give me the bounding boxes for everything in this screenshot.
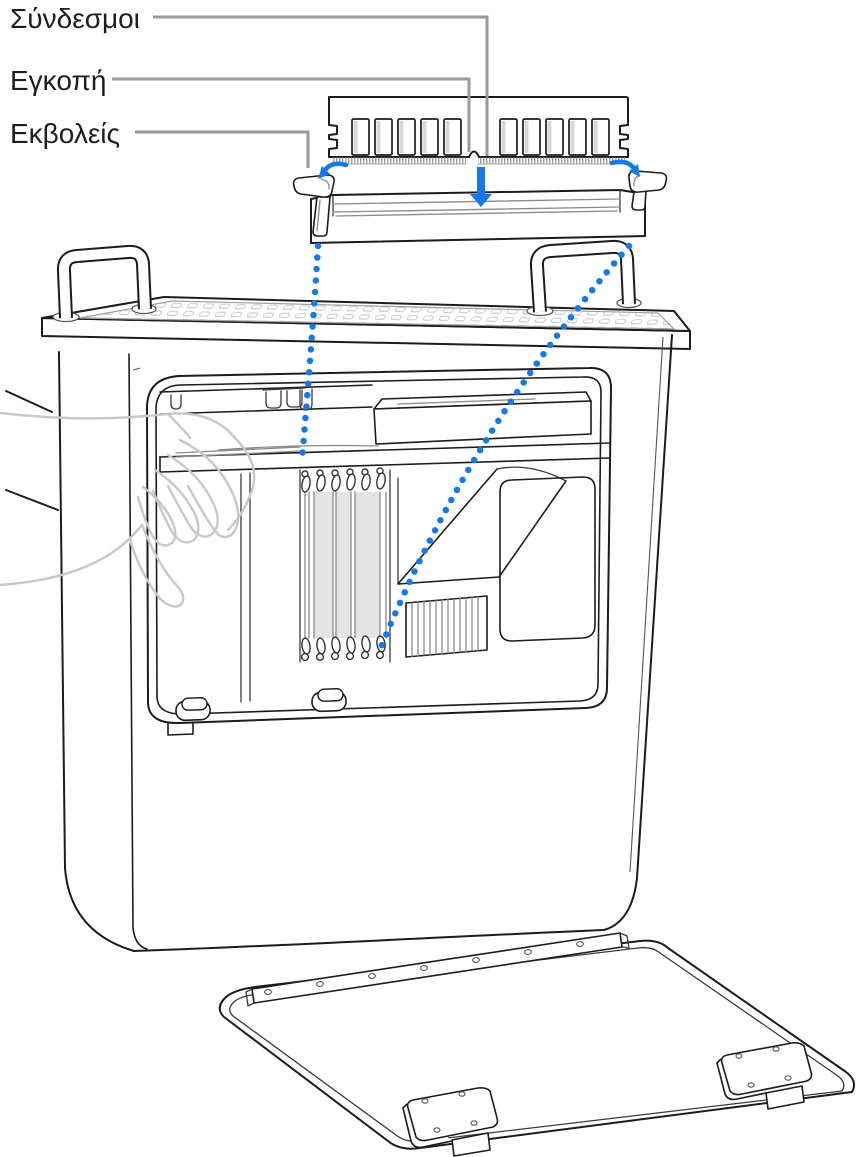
side-panel-outline — [218, 939, 855, 1150]
top-rail — [159, 384, 373, 415]
connectors-callout-line — [153, 15, 489, 156]
dimm-module — [328, 96, 629, 165]
mac-pro-tower — [41, 239, 691, 952]
tower-body — [58, 334, 673, 952]
air-funnel — [397, 466, 567, 585]
callouts: Σύνδεσμοι Εγκοπή Εκβολείς — [10, 3, 489, 168]
dimm-contacts — [332, 157, 625, 165]
ejectors-label: Εκβολείς — [10, 118, 120, 149]
memory-chip — [420, 118, 439, 156]
tower-front-left-corner — [128, 353, 148, 950]
dimm-bay — [299, 467, 391, 663]
side-opening-frame — [146, 366, 612, 736]
rail-screw-holes — [264, 941, 584, 995]
memory-chip — [351, 118, 370, 156]
memory-chip — [522, 118, 541, 156]
tower-left-edge — [58, 351, 135, 952]
tower-interior — [159, 384, 611, 722]
memory-chip — [591, 118, 610, 156]
insert-arrow-icon — [470, 167, 492, 207]
vent-grille — [405, 595, 488, 658]
memory-chip — [397, 118, 416, 156]
background-edge-lines — [5, 390, 59, 511]
notch-label: Εγκοπή — [10, 65, 106, 96]
dimm-bay-clips-bottom — [300, 635, 386, 662]
ejector-right — [628, 170, 668, 211]
memory-chip — [499, 118, 518, 156]
memory-chips — [351, 118, 610, 156]
panel-latch-2 — [716, 1042, 813, 1110]
top-handle-left — [52, 244, 157, 323]
panel-latch-1 — [402, 1087, 499, 1157]
alignment-dotted-line-left — [298, 242, 322, 465]
rail-latch — [262, 387, 306, 409]
tower-right-edge — [603, 334, 673, 931]
memory-chip — [374, 118, 393, 156]
fan-housing-box — [373, 391, 592, 445]
interior-right-panel — [499, 476, 596, 642]
ejectors-callout-line — [135, 130, 310, 168]
alignment-dotted-line-right — [375, 242, 633, 656]
rail-hook — [170, 394, 182, 410]
bottom-latch-left — [175, 697, 211, 722]
frame-bottom-step — [167, 721, 194, 736]
side-panel — [218, 932, 855, 1157]
interior-shelf — [159, 442, 611, 473]
alignment-guides — [298, 242, 633, 656]
ejector-left — [292, 174, 335, 237]
connectors-label: Σύνδεσμοι — [10, 3, 140, 34]
panel-mounting-rail — [245, 932, 630, 1007]
tower-bottom-edge — [133, 929, 605, 952]
top-handle-right — [526, 239, 642, 317]
ejector-rotate-right-arrow-icon — [609, 159, 640, 177]
memory-chip — [443, 118, 462, 156]
ghost-hand — [0, 411, 256, 608]
notch-callout-line — [112, 77, 471, 152]
bottom-latch-right — [311, 688, 347, 713]
memory-chip — [568, 118, 587, 156]
ejector-rotate-left-arrow-icon — [318, 161, 349, 179]
dimm-diagram — [292, 96, 668, 244]
memory-chip — [545, 118, 564, 156]
dimm-bay-clips-top — [301, 467, 386, 493]
